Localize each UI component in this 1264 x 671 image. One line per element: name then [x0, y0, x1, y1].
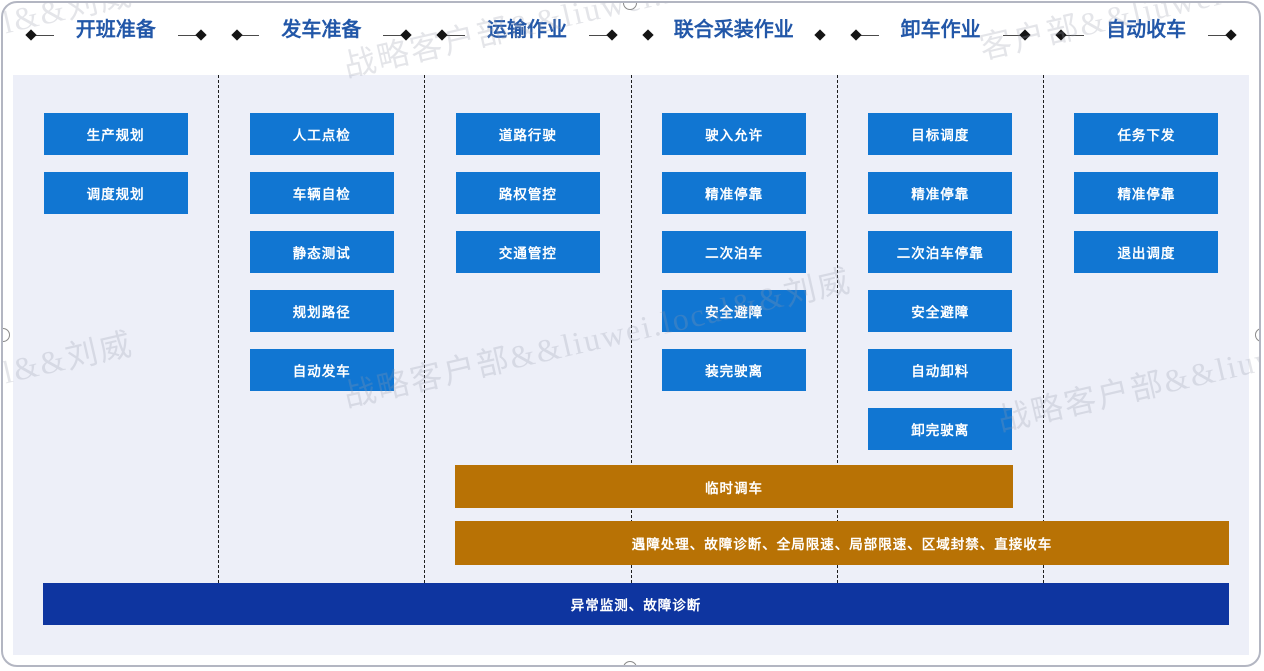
- resize-handle-top[interactable]: [623, 3, 637, 10]
- connector-line: [35, 34, 54, 36]
- diamond-marker-icon: [1019, 29, 1032, 41]
- phase-title: 联合采装作业: [673, 18, 794, 41]
- step-button[interactable]: 道路行驶: [455, 113, 600, 155]
- phase-header-5: 自动收车: [1043, 13, 1249, 57]
- step-button[interactable]: 规划路径: [249, 290, 394, 332]
- monitoring-bar[interactable]: 异常监测、故障诊断: [43, 583, 1229, 625]
- diamond-marker-icon: [25, 29, 37, 41]
- phase-column-1: 人工点检车辆自检静态测试规划路径自动发车: [219, 75, 426, 583]
- phase-title: 发车准备: [281, 18, 362, 41]
- connector-line: [383, 34, 403, 36]
- phase-title: 运输作业: [486, 18, 567, 41]
- step-button[interactable]: 驶入允许: [662, 113, 807, 155]
- phase-column-4: 目标调度精准停靠二次泊车停靠安全避障自动卸料卸完驶离: [838, 75, 1044, 583]
- step-button[interactable]: 精准停靠: [662, 172, 807, 214]
- phase-title: 开班准备: [75, 18, 156, 41]
- diamond-marker-icon: [1225, 29, 1237, 41]
- phase-column-2: 道路行驶路权管控交通管控: [425, 75, 632, 583]
- step-button[interactable]: 调度规划: [43, 172, 188, 214]
- step-button[interactable]: 路权管控: [455, 172, 600, 214]
- phase-header-4: 卸车作业: [838, 13, 1044, 57]
- resize-handle-right[interactable]: [1255, 328, 1259, 342]
- connector-line: [1208, 34, 1227, 36]
- resize-handle-left[interactable]: [3, 328, 10, 342]
- temp-dispatch-bar[interactable]: 临时调车: [455, 465, 1013, 508]
- step-button[interactable]: 交通管控: [455, 231, 600, 273]
- step-button[interactable]: 退出调度: [1074, 231, 1219, 273]
- diamond-marker-icon: [230, 29, 243, 41]
- diamond-marker-icon: [1055, 29, 1068, 41]
- phase-title: 卸车作业: [900, 18, 981, 41]
- step-button[interactable]: 自动卸料: [868, 349, 1013, 391]
- phase-header-0: 开班准备: [13, 13, 219, 57]
- phase-column-3: 驶入允许精准停靠二次泊车安全避障装完驶离: [632, 75, 838, 583]
- step-button[interactable]: 任务下发: [1074, 113, 1219, 155]
- connector-line: [1065, 34, 1085, 36]
- phase-column-0: 生产规划调度规划: [13, 75, 220, 583]
- step-button[interactable]: 安全避障: [662, 290, 807, 332]
- connector-line: [240, 34, 260, 36]
- connector-line: [1002, 34, 1022, 36]
- step-button[interactable]: 自动发车: [249, 349, 394, 391]
- step-button[interactable]: 车辆自检: [249, 172, 394, 214]
- diamond-marker-icon: [814, 29, 826, 41]
- phase-title: 自动收车: [1106, 18, 1187, 41]
- connector-line: [588, 34, 608, 36]
- phase-column-5: 任务下发精准停靠退出调度: [1044, 75, 1249, 583]
- step-button[interactable]: 精准停靠: [1074, 172, 1219, 214]
- exception-handling-bar[interactable]: 遇障处理、故障诊断、全局限速、局部限速、区域封禁、直接收车: [455, 521, 1229, 565]
- step-button[interactable]: 装完驶离: [662, 349, 807, 391]
- diamond-marker-icon: [436, 29, 448, 41]
- diamond-marker-icon: [606, 29, 618, 41]
- phase-header-row: 开班准备 发车准备 运输作业 联合采装作业 卸车作业 自动收车: [13, 13, 1249, 57]
- step-button[interactable]: 生产规划: [43, 113, 188, 155]
- step-button[interactable]: 静态测试: [249, 231, 394, 273]
- phase-header-1: 发车准备: [219, 13, 425, 57]
- connector-line: [859, 34, 879, 36]
- phase-header-3: 联合采装作业: [630, 13, 838, 57]
- phase-header-2: 运输作业: [424, 13, 630, 57]
- step-button[interactable]: 安全避障: [868, 290, 1013, 332]
- diamond-marker-icon: [850, 29, 862, 41]
- connector-line: [446, 34, 465, 36]
- connector-line: [177, 34, 197, 36]
- step-button[interactable]: 精准停靠: [868, 172, 1013, 214]
- diamond-marker-icon: [194, 29, 207, 41]
- step-button[interactable]: 二次泊车停靠: [868, 231, 1013, 273]
- step-button[interactable]: 卸完驶离: [868, 408, 1013, 450]
- diamond-marker-icon: [400, 29, 412, 41]
- step-button[interactable]: 人工点检: [249, 113, 394, 155]
- resize-handle-bottom[interactable]: [623, 661, 637, 665]
- phase-columns: 生产规划调度规划人工点检车辆自检静态测试规划路径自动发车道路行驶路权管控交通管控…: [13, 75, 1249, 583]
- step-button[interactable]: 目标调度: [868, 113, 1013, 155]
- step-button[interactable]: 二次泊车: [662, 231, 807, 273]
